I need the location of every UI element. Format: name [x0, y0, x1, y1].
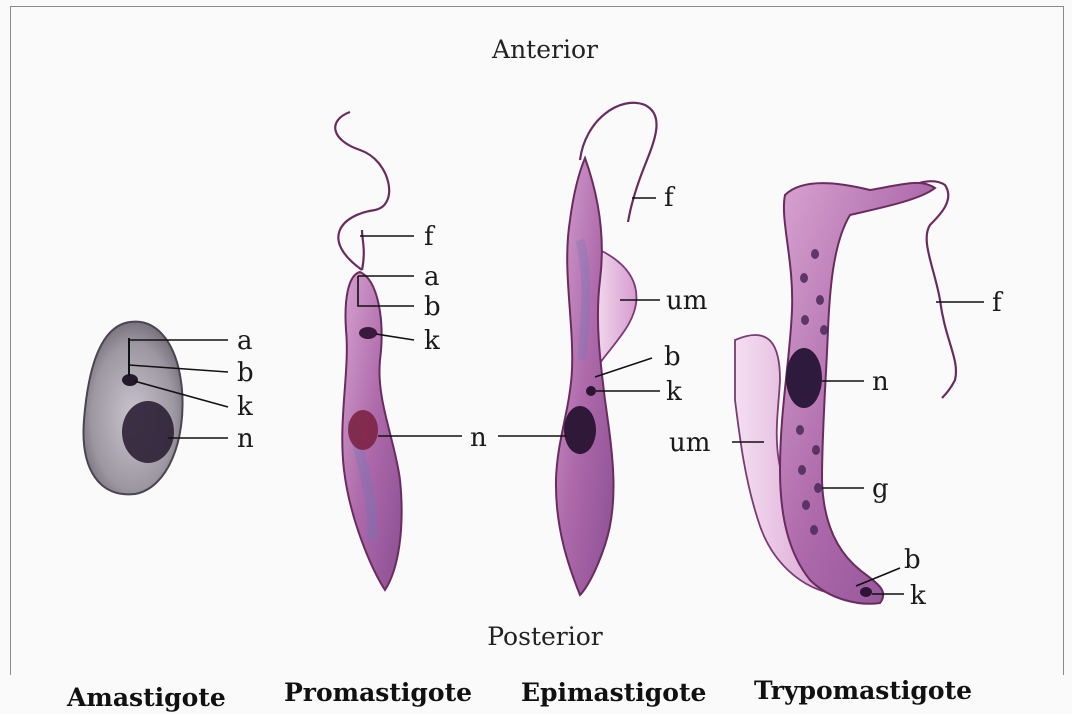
trypomastigote-label-n: n — [872, 367, 889, 397]
amastigote-title: Amastigote — [67, 683, 226, 712]
promastigote-label-n: n — [470, 423, 487, 453]
promastigote-title: Promastigote — [284, 678, 472, 707]
trypomastigote-cell — [735, 181, 956, 604]
posterior-label: Posterior — [487, 622, 603, 651]
amastigote-label-n: n — [237, 424, 254, 454]
trypomastigote-flagellum — [870, 181, 956, 398]
amastigote-label-k: k — [237, 392, 253, 422]
promastigote-label-a: a — [424, 262, 440, 292]
epimastigote-nucleus — [564, 406, 596, 454]
amastigote-cell — [83, 322, 182, 495]
trypomastigote-nucleus — [786, 348, 822, 408]
promastigote-cell — [335, 112, 401, 590]
promastigote-flagellum — [335, 112, 389, 270]
trypomastigote-label-k: k — [910, 581, 926, 611]
epimastigote-label-f: f — [664, 183, 676, 213]
epimastigote-label-b: b — [664, 342, 681, 372]
amastigote-label-a: a — [237, 326, 253, 356]
trypomastigote-label-um: um — [669, 428, 710, 458]
trypomastigote-label-g: g — [872, 474, 889, 504]
epimastigote-kinetoplast — [586, 386, 596, 396]
amastigote-label-b: b — [237, 358, 254, 388]
promastigote-kinetoplast — [359, 327, 377, 339]
promastigote-label-f: f — [424, 222, 436, 252]
trypomastigote-kinetoplast — [860, 587, 872, 597]
promastigote-label-k: k — [424, 326, 440, 356]
epimastigote-label-k: k — [666, 377, 682, 407]
trypomastigote-label-b: b — [904, 545, 921, 575]
epimastigote-title: Epimastigote — [521, 678, 706, 707]
promastigote-nucleus — [348, 410, 378, 450]
promastigote-label-b: b — [424, 292, 441, 322]
amastigote-nucleus — [122, 401, 174, 463]
anterior-label: Anterior — [491, 35, 598, 64]
epimastigote-cell — [556, 103, 657, 595]
trypomastigote-title: Trypomastigote — [754, 676, 972, 705]
epimastigote-label-um: um — [666, 286, 707, 316]
trypomastigote-label-f: f — [992, 288, 1004, 318]
